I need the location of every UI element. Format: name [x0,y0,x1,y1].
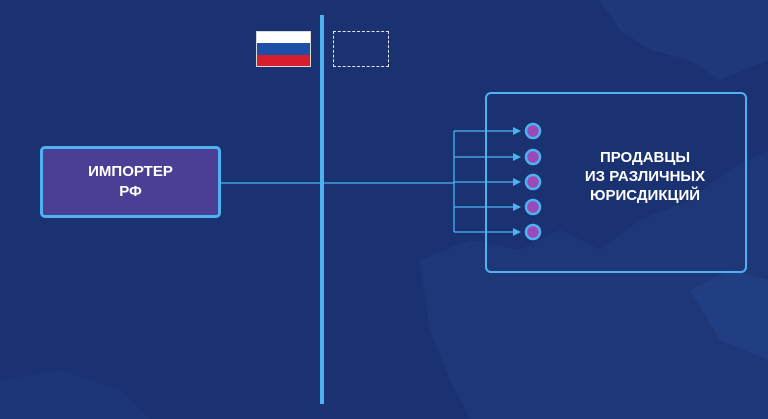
flag-stripe-blue [257,43,310,55]
seller-node-2 [524,148,542,166]
sellers-label-line3: ЮРИСДИКЦИЙ [589,187,701,204]
flag-stripe-white [257,32,310,44]
importer-label-line2: РФ [119,183,142,200]
border-divider-line [320,15,324,404]
flag-stripe-red [257,54,310,66]
sellers-box [485,92,747,273]
importer-box: ИМПОРТЕР РФ [40,146,221,218]
sellers-label: ПРОДАВЦЫ ИЗ РАЗЛИЧНЫХ ЮРИСДИКЦИЙ [560,148,730,205]
russia-flag-icon [256,31,311,67]
sellers-label-line1: ПРОДАВЦЫ [599,149,691,166]
seller-node-3 [524,173,542,191]
seller-node-5 [524,223,542,241]
seller-node-1 [524,122,542,140]
importer-label-line1: ИМПОРТЕР [88,163,173,180]
empty-flag-placeholder [333,31,389,67]
sellers-label-line2: ИЗ РАЗЛИЧНЫХ [584,168,706,185]
seller-node-4 [524,198,542,216]
